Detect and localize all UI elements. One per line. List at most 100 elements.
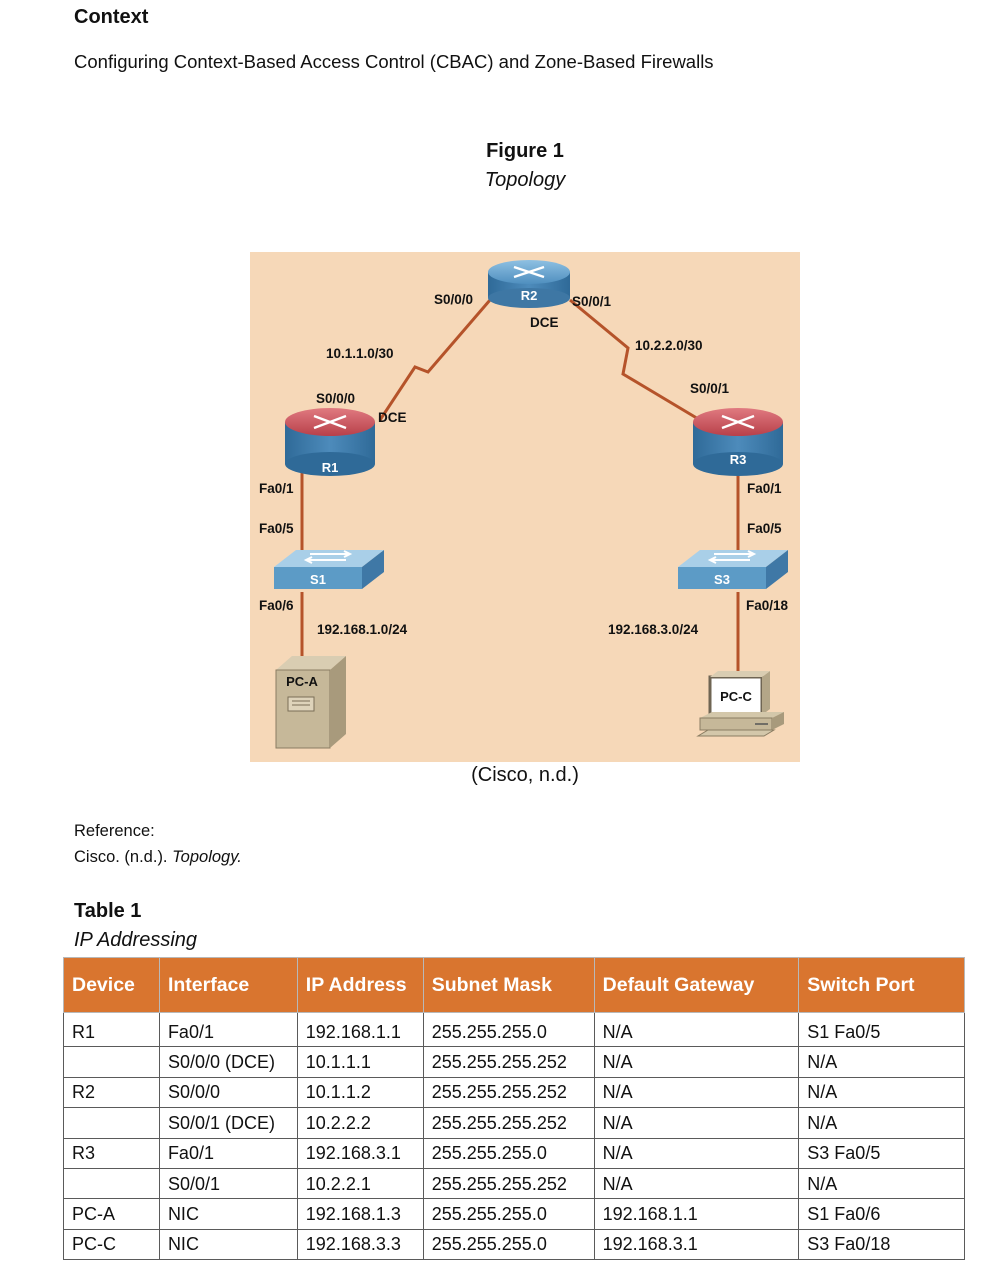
cell-ip-address: 192.168.1.3: [296, 1198, 424, 1230]
cell-interface: S0/0/1 (DCE): [158, 1107, 298, 1139]
router-r1-icon: R1: [285, 408, 375, 476]
r1-label: R1: [322, 460, 339, 475]
cell-device: R2: [63, 1076, 160, 1109]
r1-fa01-label: Fa0/1: [259, 481, 294, 496]
cables: [300, 298, 740, 677]
r2-dce-label: DCE: [530, 315, 559, 330]
cell-subnet-mask: 255.255.255.0: [422, 1198, 595, 1230]
cell-default-gateway: N/A: [593, 1076, 800, 1109]
pcc-label: PC-C: [720, 689, 752, 704]
topology-diagram: R2 R1 R3 S1: [250, 252, 800, 762]
cell-device: R1: [63, 1011, 160, 1048]
switch-s1-icon: S1: [274, 550, 384, 589]
figure-title: Topology: [484, 169, 566, 191]
pca-label: PC-A: [286, 674, 318, 689]
cell-interface: Fa0/1: [158, 1011, 298, 1048]
table-row: PC-A NIC 192.168.1.3 255.255.255.0 192.1…: [63, 1198, 965, 1230]
cell-default-gateway: N/A: [593, 1046, 800, 1078]
cell-ip-address: 10.1.1.1: [296, 1046, 424, 1078]
cell-switch-port: N/A: [798, 1076, 965, 1109]
cell-interface: S0/0/0 (DCE): [158, 1046, 298, 1078]
cell-ip-address: 10.2.2.1: [296, 1167, 424, 1200]
r2-s001-label: S0/0/1: [572, 294, 612, 309]
cell-device: [63, 1167, 160, 1200]
s1-label: S1: [310, 572, 326, 587]
switch-s3-icon: S3: [678, 550, 788, 589]
figure-label: Figure 1: [486, 140, 564, 162]
table-row: PC-C NIC 192.168.3.3 255.255.255.0 192.1…: [63, 1228, 965, 1261]
cell-default-gateway: 192.168.3.1: [593, 1228, 800, 1261]
cell-ip-address: 192.168.3.1: [296, 1137, 424, 1169]
cell-switch-port: N/A: [798, 1107, 965, 1139]
s3-fa018-label: Fa0/18: [746, 598, 789, 613]
header-switch-port: Switch Port: [798, 957, 965, 1013]
pc-c-icon: PC-C: [696, 671, 784, 737]
s1-fa05-label: Fa0/5: [259, 521, 294, 536]
router-r3-icon: R3: [693, 408, 783, 476]
s3-fa05-label: Fa0/5: [747, 521, 782, 536]
net-r1-r2-label: 10.1.1.0/30: [326, 346, 394, 361]
cell-ip-address: 192.168.1.1: [296, 1011, 424, 1048]
table-row: R2 S0/0/0 10.1.1.2 255.255.255.252 N/A N…: [63, 1076, 965, 1109]
cell-subnet-mask: 255.255.255.252: [422, 1107, 595, 1139]
r2-s000-label: S0/0/0: [434, 292, 473, 307]
figure-caption: (Cisco, n.d.): [471, 764, 579, 786]
r1-s000-label: S0/0/0: [316, 391, 355, 406]
table-row: S0/0/0 (DCE) 10.1.1.1 255.255.255.252 N/…: [63, 1046, 965, 1078]
cell-device: R3: [63, 1137, 160, 1169]
table-row: R3 Fa0/1 192.168.3.1 255.255.255.0 N/A S…: [63, 1137, 965, 1169]
table-title: IP Addressing: [74, 929, 198, 951]
r3-label: R3: [730, 452, 747, 467]
cell-switch-port: S3 Fa0/18: [798, 1228, 965, 1261]
header-interface: Interface: [158, 957, 298, 1013]
cell-ip-address: 192.168.3.3: [296, 1228, 424, 1261]
serial-link-r2-r3: [569, 298, 701, 422]
cell-default-gateway: N/A: [593, 1011, 800, 1048]
cell-interface: Fa0/1: [158, 1137, 298, 1169]
cell-device: [63, 1107, 160, 1139]
cell-subnet-mask: 255.255.255.0: [422, 1011, 595, 1048]
table-row: R1 Fa0/1 192.168.1.1 255.255.255.0 N/A S…: [63, 1011, 965, 1048]
cell-default-gateway: N/A: [593, 1107, 800, 1139]
header-default-gateway: Default Gateway: [593, 957, 800, 1013]
reference-label: Reference:: [74, 822, 155, 840]
cell-switch-port: S1 Fa0/6: [798, 1198, 965, 1230]
table-label: Table 1: [74, 900, 142, 922]
reference-author: Cisco. (n.d.).: [74, 848, 173, 866]
s3-label: S3: [714, 572, 730, 587]
table-row: S0/0/1 10.2.2.1 255.255.255.252 N/A N/A: [63, 1167, 965, 1200]
table-header-row: Device Interface IP Address Subnet Mask …: [63, 957, 965, 1013]
router-r2-icon: R2: [488, 260, 570, 308]
header-device: Device: [63, 957, 160, 1013]
pc-a-icon: PC-A: [275, 656, 346, 749]
reference-text: Cisco. (n.d.). Topology.: [74, 848, 242, 867]
cell-interface: S0/0/0: [158, 1076, 298, 1109]
lan3-label: 192.168.3.0/24: [608, 622, 699, 637]
s1-fa06-label: Fa0/6: [259, 598, 294, 613]
r3-s001-label: S0/0/1: [690, 381, 730, 396]
reference-title: Topology.: [172, 848, 242, 866]
cell-switch-port: S1 Fa0/5: [798, 1011, 965, 1048]
cell-interface: S0/0/1: [158, 1167, 298, 1200]
r3-fa01-label: Fa0/1: [747, 481, 782, 496]
cell-device: PC-A: [63, 1198, 160, 1230]
serial-link-r1-r2: [378, 299, 492, 421]
cell-device: PC-C: [63, 1228, 160, 1261]
cell-subnet-mask: 255.255.255.252: [422, 1046, 595, 1078]
cell-default-gateway: N/A: [593, 1137, 800, 1169]
cell-subnet-mask: 255.255.255.252: [422, 1076, 595, 1109]
cell-interface: NIC: [158, 1198, 298, 1230]
header-ip-address: IP Address: [296, 957, 424, 1013]
cell-subnet-mask: 255.255.255.252: [422, 1167, 595, 1200]
cell-default-gateway: 192.168.1.1: [593, 1198, 800, 1230]
context-heading: Context: [74, 6, 149, 28]
cell-switch-port: S3 Fa0/5: [798, 1137, 965, 1169]
lan1-label: 192.168.1.0/24: [317, 622, 408, 637]
cell-default-gateway: N/A: [593, 1167, 800, 1200]
cell-ip-address: 10.1.1.2: [296, 1076, 424, 1109]
cell-device: [63, 1046, 160, 1078]
ip-addressing-table: Device Interface IP Address Subnet Mask …: [63, 957, 965, 1261]
document-subtitle: Configuring Context-Based Access Control…: [74, 51, 714, 72]
cell-switch-port: N/A: [798, 1167, 965, 1200]
table-row: S0/0/1 (DCE) 10.2.2.2 255.255.255.252 N/…: [63, 1107, 965, 1139]
